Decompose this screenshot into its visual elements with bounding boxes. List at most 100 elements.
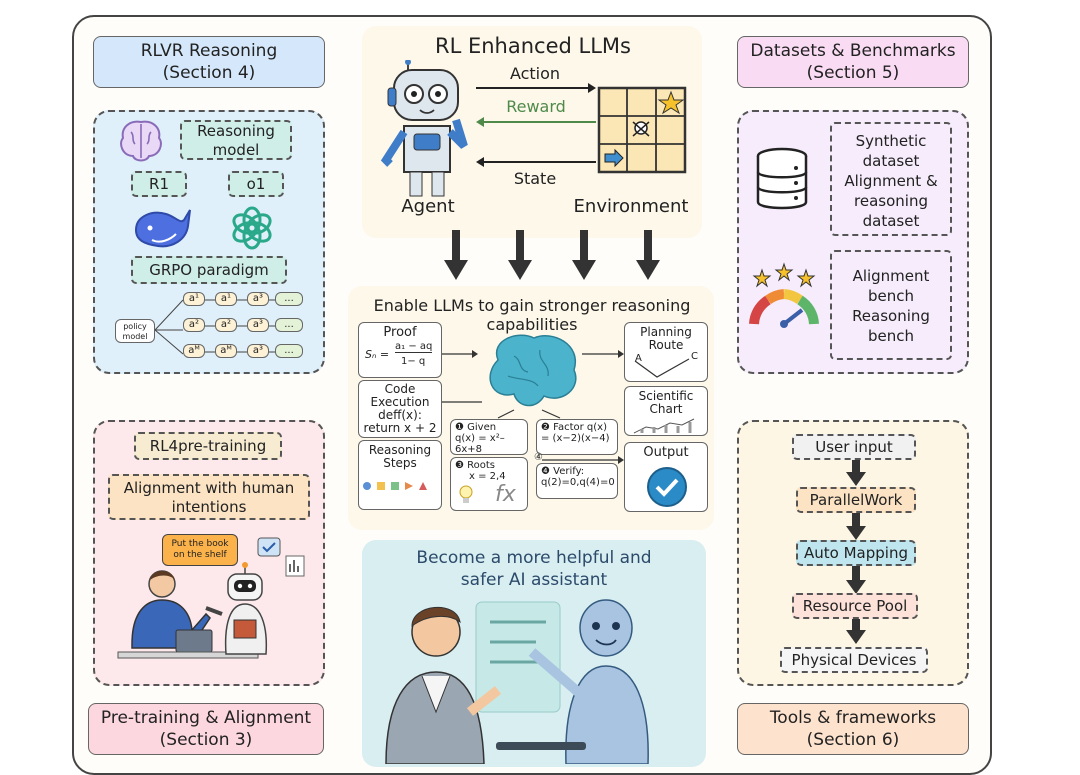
fx-symbol: fx [495, 482, 516, 507]
route-icon [634, 358, 690, 378]
environment-label: Environment [573, 196, 689, 217]
rl4pre-label: RL4pre-training [149, 437, 267, 455]
reward-label: Reward [506, 97, 566, 116]
datasets-title-box: Datasets & Benchmarks (Section 5) [737, 36, 969, 88]
proof-formula-den: 1− q [401, 356, 426, 367]
tools-section: (Section 6) [806, 730, 900, 750]
grid-cell: a³ [247, 292, 269, 306]
reasoning-connectors [442, 350, 624, 464]
rl-enhanced-title: RL Enhanced LLMs [435, 34, 631, 58]
grid-cell: a² [183, 318, 205, 332]
datasets-section: (Section 5) [806, 63, 900, 83]
reasoning-model-tag: Reasoning model [180, 120, 292, 160]
rl4pre-tag: RL4pre-training [134, 432, 282, 460]
rlvr-section: (Section 4) [162, 63, 256, 83]
database-icon [756, 147, 808, 210]
gauge-stars-icon [749, 262, 819, 328]
bench-tag: Alignment bench Reasoning bench [830, 250, 952, 360]
verify-line2: q(2)=0,q(4)=0 [541, 477, 615, 488]
grid-cell: ... [275, 318, 303, 332]
steps-line1: Reasoning [368, 443, 432, 457]
grpo-tag: GRPO paradigm [131, 256, 287, 284]
o1-label: o1 [246, 175, 266, 193]
factor-card: ❷ Factor q(x) = (x−2)(x−4) [536, 419, 618, 455]
verify-line1: ❹ Verify: [541, 466, 585, 477]
action-label: Action [509, 64, 561, 83]
rlvr-title: RLVR Reasoning [140, 41, 278, 61]
given-line1: ❶ Given [455, 422, 497, 433]
human-robot-illustration [117, 537, 305, 659]
alignment-tag: Alignment with human intentions [108, 474, 310, 520]
helpful-line2: safer AI assistant [460, 570, 608, 590]
grid-cell: ... [275, 344, 303, 358]
planning-a: A [635, 353, 642, 364]
check-circle-icon [647, 467, 687, 507]
tools-flow-arrows [846, 458, 866, 644]
flow-auto-mapping-label: Auto Mapping [804, 544, 908, 562]
reasoning-model-line2: model [212, 141, 260, 159]
flow-auto-mapping: Auto Mapping [796, 540, 916, 566]
output-card: Output [624, 442, 708, 512]
planning-c: C [691, 351, 698, 362]
factor-line2: = (x−2)(x−4) [541, 433, 610, 444]
reasoning-title: Enable LLMs to gain stronger reasoning c… [373, 296, 691, 334]
grpo-arrows [155, 299, 277, 355]
pretraining-section: (Section 3) [159, 730, 253, 750]
factor-line1: ❷ Factor q(x) [541, 422, 608, 433]
code-execution-card: Code Execution deff(x): return x + 2 [358, 380, 442, 438]
grid-cell: a³ [247, 318, 269, 332]
grid-cell: aᴹ [215, 344, 237, 358]
chart-line1: Scientific [638, 389, 694, 403]
datasets-title: Datasets & Benchmarks [750, 41, 956, 61]
flow-parallelwork-label: ParallelWork [809, 491, 903, 509]
scientific-chart-card: Scientific Chart [624, 386, 708, 436]
o1-tag: o1 [228, 171, 284, 197]
chart-line2: Chart [649, 402, 683, 416]
flow-user-input-label: User input [815, 438, 893, 456]
flow-resource-pool-label: Resource Pool [802, 597, 908, 615]
alignment-line2: intentions [171, 498, 247, 516]
step4-marker: ④ [534, 452, 543, 463]
planning-line2: Route [648, 338, 684, 352]
bench-line: bench [867, 287, 914, 305]
helpful-line1: Become a more helpful and [416, 548, 652, 568]
down-arrows [444, 230, 660, 280]
flow-physical-devices-label: Physical Devices [791, 651, 917, 669]
brain-center-icon [489, 334, 577, 407]
policy-model-box: policy model [115, 319, 155, 343]
steps-flow-icon [363, 482, 427, 490]
grid-cell: aᴹ [183, 344, 205, 358]
reasoning-steps-card: Reasoning Steps [358, 440, 442, 510]
reasoning-model-line1: Reasoning [197, 122, 275, 140]
proof-card: Proof Sₙ = a₁ − aq 1− q [358, 322, 442, 378]
speech-bubble: Put the book on the shelf [162, 534, 238, 566]
flow-physical-devices: Physical Devices [780, 647, 928, 673]
code-line1: Code [384, 382, 416, 396]
r1-label: R1 [149, 175, 169, 193]
tools-title: Tools & frameworks [769, 708, 937, 728]
rl-loop-arrows [476, 83, 596, 167]
dataset-line: Synthetic [855, 132, 927, 150]
steps-line2: Steps [383, 456, 417, 470]
proof-label: Proof [383, 325, 417, 340]
roots-line1: ❸ Roots [455, 460, 496, 471]
grid-cell: ... [275, 292, 303, 306]
grid-cell: a³ [247, 344, 269, 358]
verify-card: ❹ Verify: q(2)=0,q(4)=0 [536, 463, 618, 499]
openai-icon [232, 206, 272, 250]
dataset-line: reasoning [854, 192, 928, 210]
pretraining-title: Pre-training & Alignment [100, 708, 312, 728]
given-line2: q(x) = x²–6x+8 [455, 433, 505, 455]
r1-tag: R1 [131, 171, 187, 197]
rlvr-title-box: RLVR Reasoning (Section 4) [93, 36, 325, 88]
dataset-line: dataset [862, 212, 920, 230]
roots-line2: x = 2,4 [469, 471, 506, 482]
pretraining-title-box: Pre-training & Alignment (Section 3) [88, 703, 324, 755]
bench-line: Alignment [852, 267, 930, 285]
grid-cell: a¹ [183, 292, 205, 306]
flow-user-input: User input [792, 434, 916, 460]
mini-chart-icon [633, 418, 695, 434]
dataset-tag: Synthetic dataset Alignment & reasoning … [830, 122, 952, 236]
environment-grid-icon [597, 86, 687, 174]
agent-robot-icon [380, 60, 468, 197]
